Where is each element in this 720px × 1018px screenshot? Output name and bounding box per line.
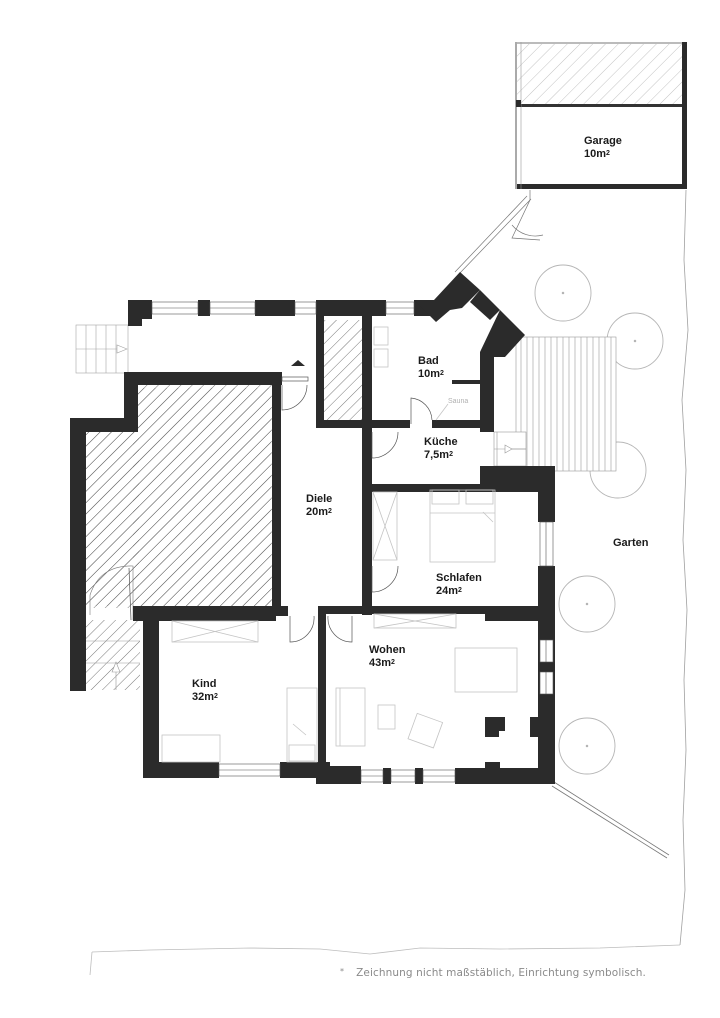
room-label-diele: Diele 20m2	[306, 493, 332, 519]
room-label-wohen: Wohen 43m2	[369, 644, 405, 670]
room-label-garten: Garten	[613, 537, 648, 550]
room-label-schlafen: Schlafen 24m2	[436, 572, 482, 598]
room-label-bad: Bad 10m2	[418, 355, 444, 381]
room-label-kueche: Küche 7,5m2	[424, 436, 458, 462]
room-name: Garage	[584, 135, 622, 147]
trees	[534, 264, 664, 775]
room-name: Schlafen	[436, 572, 482, 584]
garden-boundary	[679, 189, 689, 946]
room-area: 7,5m2	[424, 449, 453, 461]
room-area: 10m2	[584, 148, 610, 160]
footnote: * Zeichnung nicht maßstäblich, Einrichtun…	[340, 967, 646, 979]
north-steps	[75, 324, 129, 374]
garage	[454, 42, 687, 275]
sauna-label: Sauna	[448, 398, 469, 405]
footnote-marker: *	[340, 967, 345, 976]
room-name: Bad	[418, 355, 439, 367]
room-label-kind: Kind 32m2	[192, 678, 218, 704]
furniture	[161, 326, 518, 763]
terrace-deck	[515, 336, 617, 472]
room-name: Kind	[192, 678, 217, 690]
room-name: Wohen	[369, 644, 406, 656]
room-area: 10m2	[418, 368, 444, 380]
windows	[151, 301, 554, 783]
stove	[485, 717, 505, 737]
room-name: Küche	[424, 436, 458, 448]
kitchen-steps	[493, 431, 527, 467]
room-area: 20m2	[306, 506, 332, 518]
plot-boundary-bottom	[91, 944, 681, 955]
doors	[128, 360, 433, 643]
room-name: Diele	[306, 493, 333, 505]
room-area: 24m2	[436, 585, 462, 597]
room-area: 32m2	[192, 691, 218, 703]
room-label-garage: Garage 10m2	[584, 135, 622, 161]
footnote-text: Zeichnung nicht maßstäblich, Einrichtung…	[356, 967, 646, 979]
room-area: 43m2	[369, 657, 395, 669]
walls	[70, 272, 555, 784]
room-name: Garten	[613, 537, 649, 549]
